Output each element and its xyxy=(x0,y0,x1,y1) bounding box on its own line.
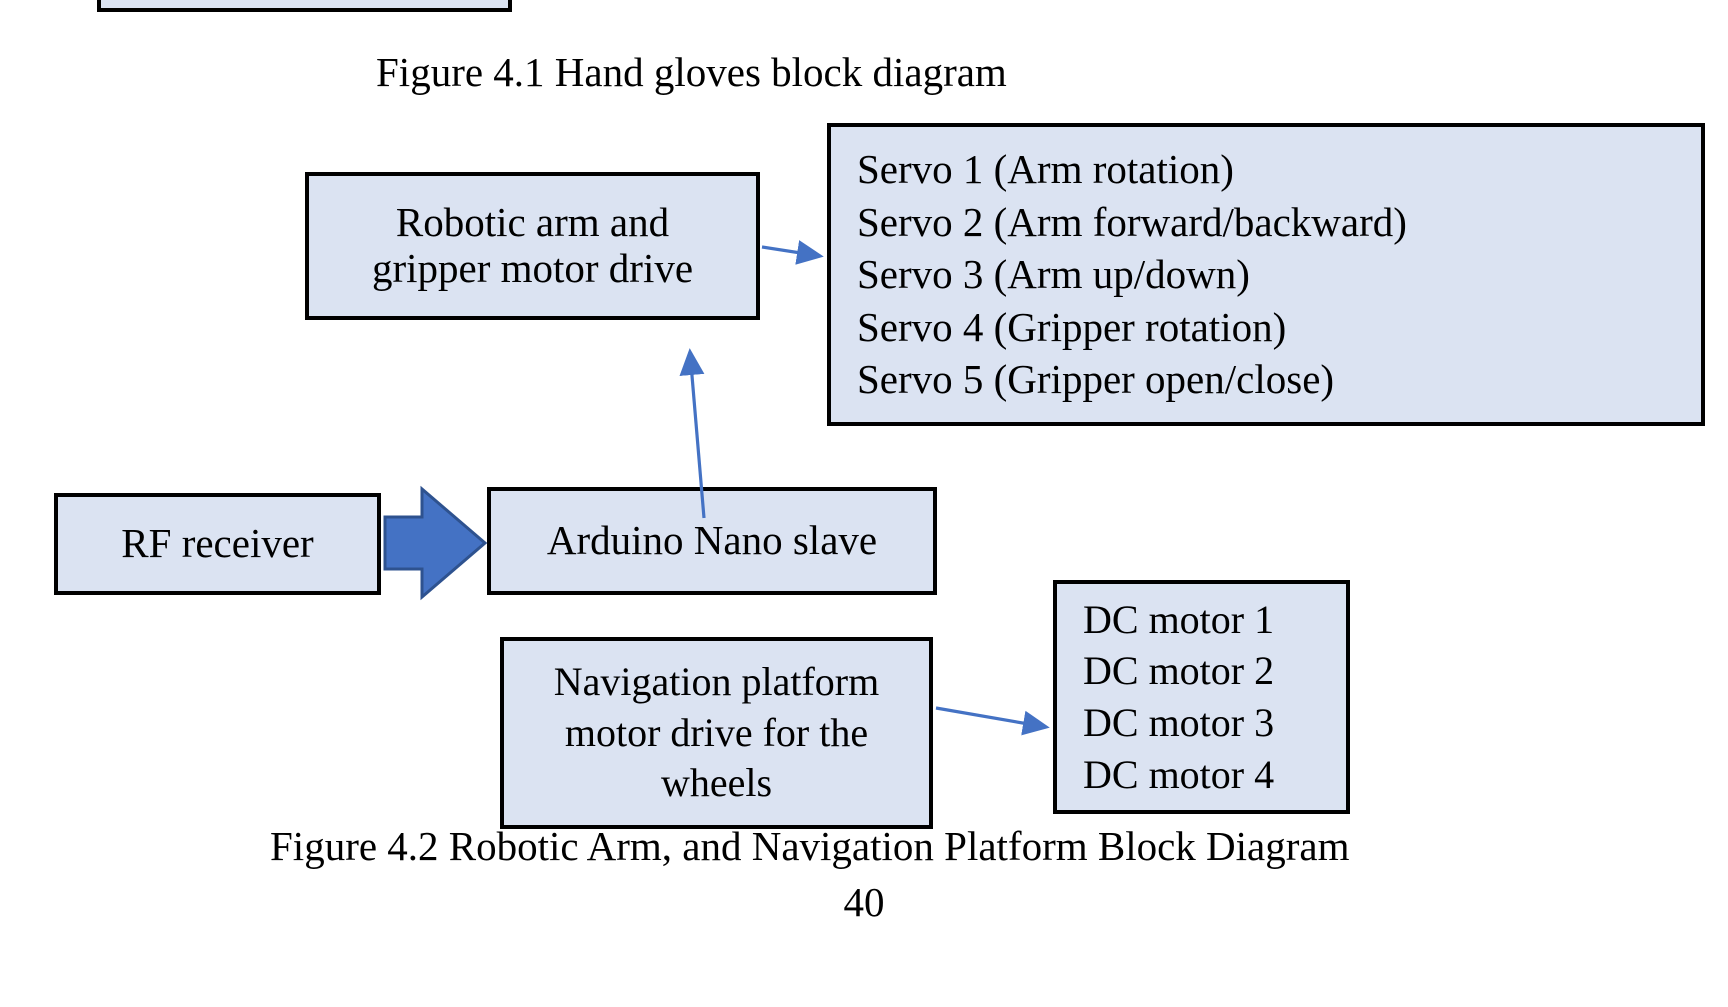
servo-item-2: Servo 2 (Arm forward/backward) xyxy=(857,198,1407,245)
block-dc-motor-list: DC motor 1 DC motor 2 DC motor 3 DC moto… xyxy=(1053,580,1350,814)
block-navigation-line-3: wheels xyxy=(660,760,773,806)
dc-motor-item-2: DC motor 2 xyxy=(1083,648,1275,694)
servo-item-3: Servo 3 (Arm up/down) xyxy=(857,251,1250,298)
block-robotic-arm-gripper-motor-drive: Robotic arm and gripper motor drive xyxy=(305,172,760,320)
dc-motor-item-4: DC motor 4 xyxy=(1083,751,1275,797)
block-rf-receiver: RF receiver xyxy=(54,493,381,595)
block-arduino-nano-slave: Arduino Nano slave xyxy=(487,487,937,595)
dc-motor-item-3: DC motor 3 xyxy=(1083,700,1275,745)
block-navigation-line-1: Navigation platform xyxy=(553,658,880,704)
servo-item-4: Servo 4 (Gripper rotation) xyxy=(857,303,1287,350)
arrow-navigation-to-dc-motors xyxy=(935,706,1050,736)
block-navigation-line-2: motor drive for the xyxy=(564,709,869,755)
page-number: 40 xyxy=(843,879,885,925)
arrow-robotic-arm-to-servos xyxy=(761,240,824,265)
figure-4-2-caption: Figure 4.2 Robotic Arm, and Navigation P… xyxy=(270,823,1350,869)
block-robotic-arm-line-2: gripper motor drive xyxy=(371,245,694,291)
block-arrow-rf-to-arduino xyxy=(383,485,488,601)
figure-4-1-caption: Figure 4.1 Hand gloves block diagram xyxy=(376,49,1007,95)
block-servo-list: Servo 1 (Arm rotation) Servo 2 (Arm forw… xyxy=(827,123,1705,426)
block-robotic-arm-lines: Robotic arm and gripper motor drive xyxy=(309,199,756,292)
block-robotic-arm-line-1: Robotic arm and xyxy=(395,199,670,246)
dc-motor-item-1: DC motor 1 xyxy=(1083,596,1275,642)
block-servo-list-lines: Servo 1 (Arm rotation) Servo 2 (Arm forw… xyxy=(831,143,1701,405)
servo-item-1: Servo 1 (Arm rotation) xyxy=(857,146,1234,193)
servo-item-5: Servo 5 (Gripper open/close) xyxy=(857,356,1335,403)
block-navigation-lines: Navigation platform motor drive for the … xyxy=(504,657,929,809)
block-navigation-platform-motor-drive: Navigation platform motor drive for the … xyxy=(500,637,933,829)
block-top-partial xyxy=(97,0,512,12)
block-rf-receiver-label: RF receiver xyxy=(121,520,314,567)
block-dc-motor-list-lines: DC motor 1 DC motor 2 DC motor 3 DC moto… xyxy=(1057,594,1346,800)
block-arduino-nano-slave-label: Arduino Nano slave xyxy=(546,517,878,564)
